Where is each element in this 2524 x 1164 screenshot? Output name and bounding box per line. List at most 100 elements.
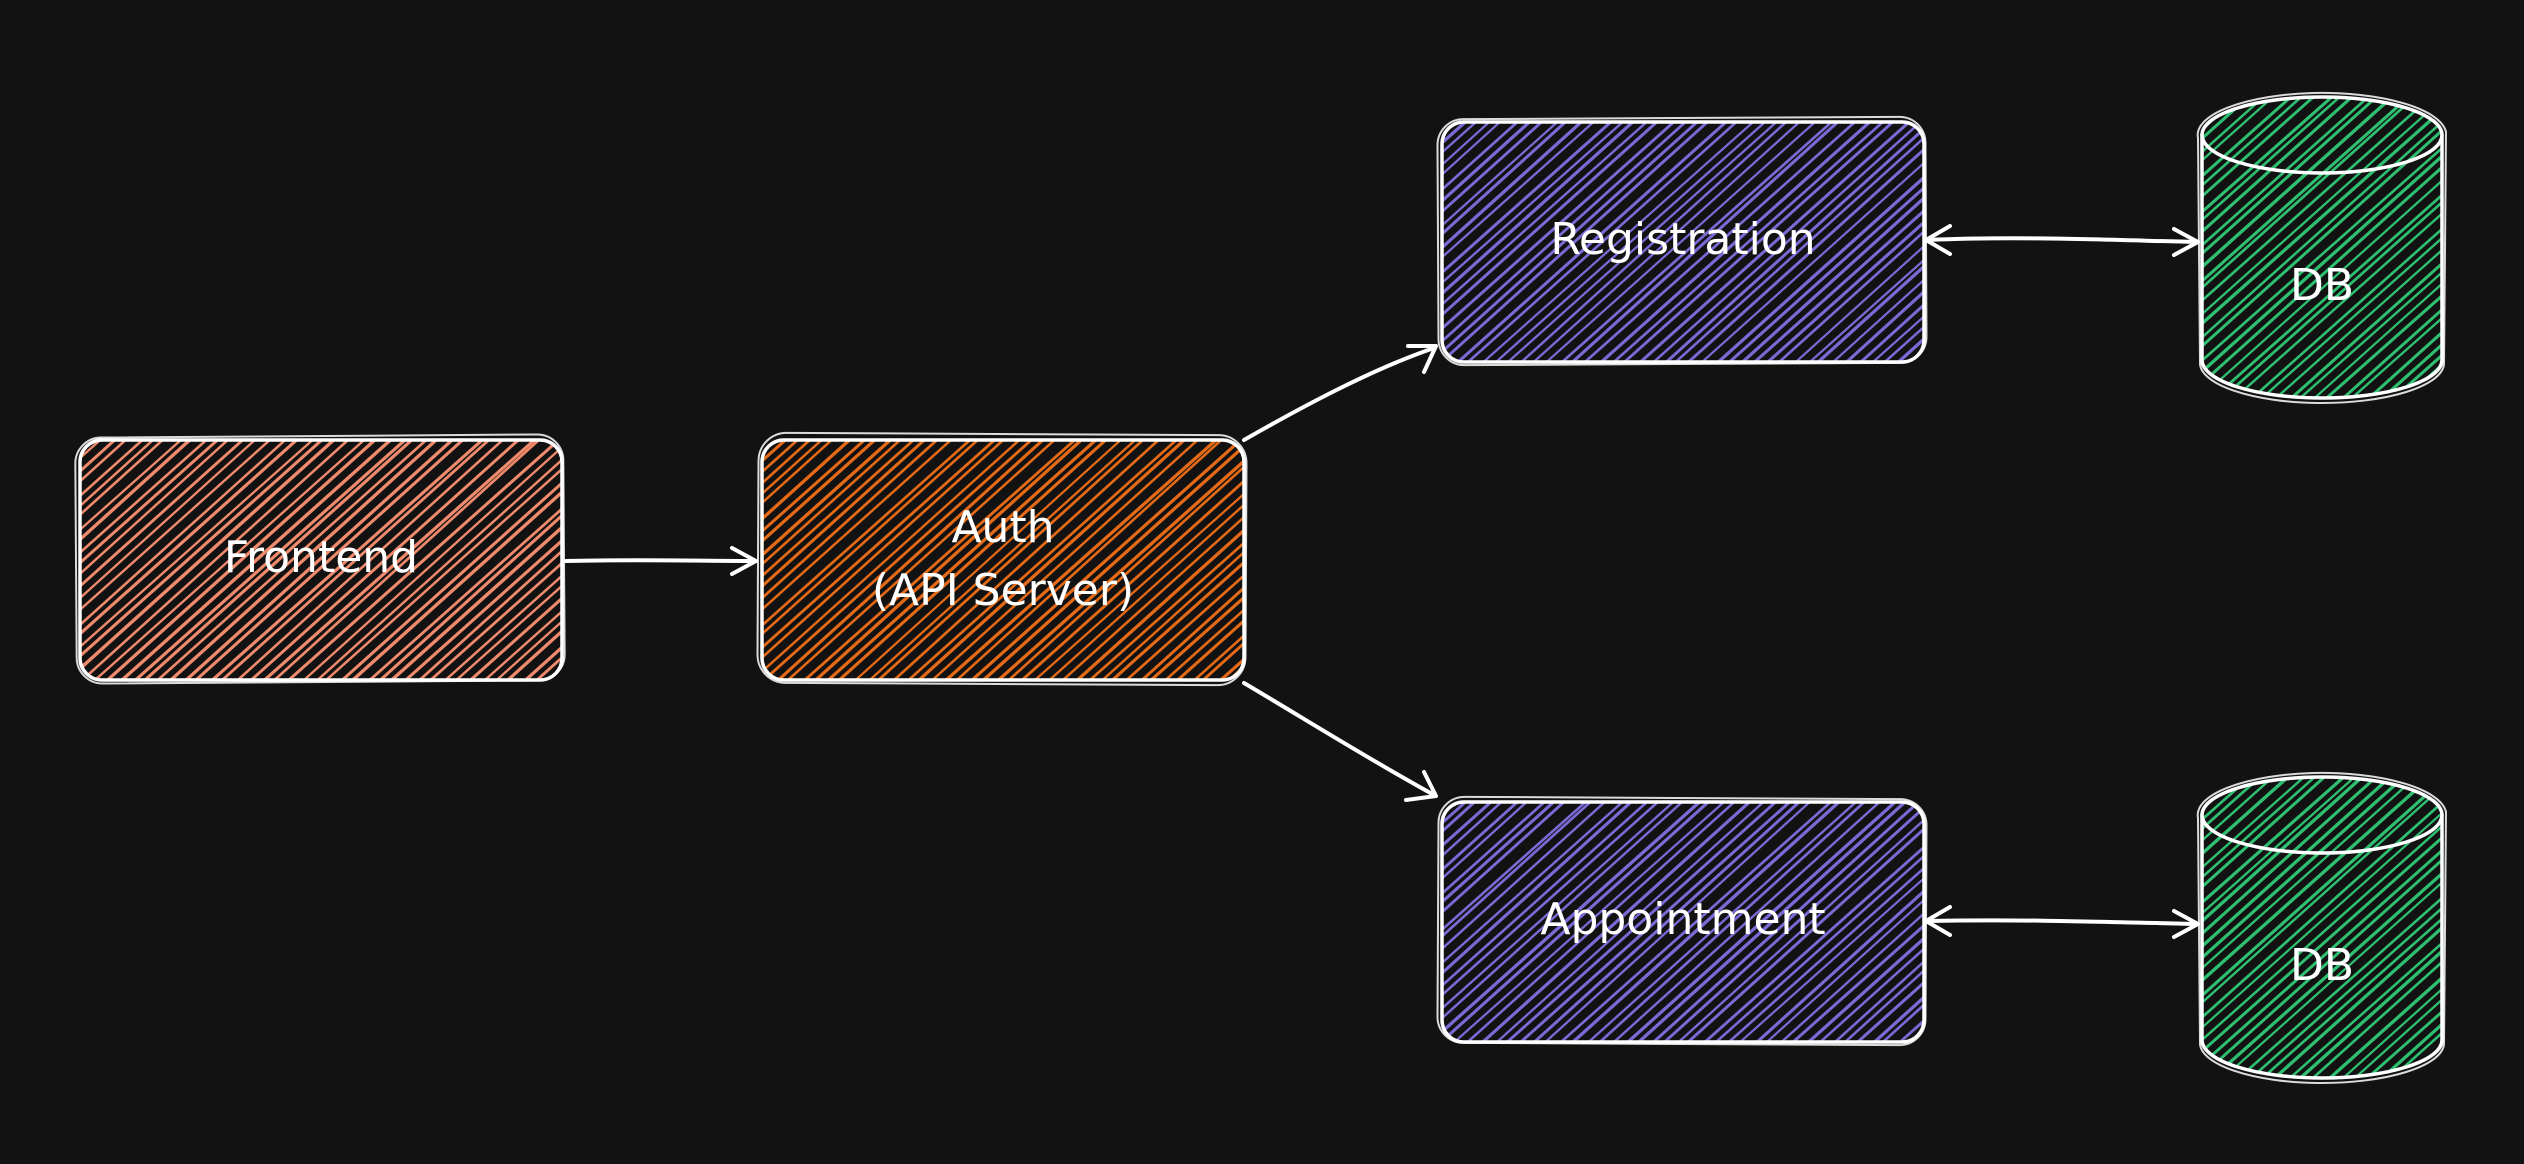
hatch-stroke <box>1120 440 1244 680</box>
hatch-stroke <box>2438 777 2442 1078</box>
hatch-stroke <box>2363 97 2442 398</box>
hatch-stroke <box>1442 802 1497 1042</box>
hatch-stroke <box>1669 122 1924 362</box>
hatch-stroke <box>2202 97 2338 398</box>
hatch-stroke <box>298 440 562 680</box>
hatch-stroke <box>2202 97 2421 398</box>
hatch-stroke <box>762 440 906 680</box>
hatch-stroke <box>1854 122 1924 362</box>
hatch-stroke <box>1197 440 1244 680</box>
hatch-stroke <box>1136 440 1244 680</box>
auth-label-line2: (API Server) <box>872 565 1134 616</box>
hatch-stroke <box>1502 122 1783 362</box>
hatch-stroke <box>479 440 562 680</box>
node-appointment[interactable]: Appointment <box>1166 795 2211 1047</box>
hatch-stroke <box>2202 97 2232 398</box>
hatch-stroke <box>977 440 1244 680</box>
hatch-stroke <box>1057 440 1244 680</box>
auth-hatch <box>762 440 1244 680</box>
hatch-stroke <box>80 440 303 680</box>
hatch-stroke <box>180 440 459 680</box>
hatch-stroke <box>1696 122 1924 362</box>
hatch-stroke <box>2202 777 2310 1078</box>
hatch-stroke <box>268 440 545 680</box>
hatch-stroke <box>80 440 196 680</box>
hatch-stroke <box>1442 802 1592 1042</box>
hatch-stroke <box>2202 97 2442 398</box>
hatch-stroke <box>2202 777 2331 1078</box>
hatch-stroke <box>1461 802 1740 1042</box>
hatch-stroke <box>1851 802 1924 1042</box>
hatch-stroke <box>1442 802 1560 1042</box>
hatch-stroke <box>1579 122 1861 362</box>
edge-registration-db1[interactable] <box>1924 224 2200 257</box>
hatch-stroke <box>1608 122 1889 362</box>
hatch-stroke <box>1442 122 1639 362</box>
hatch-stroke <box>1751 802 1924 1042</box>
hatch-stroke <box>2202 97 2307 398</box>
hatch-stroke <box>2309 97 2442 398</box>
hatch-stroke <box>1748 122 1924 362</box>
hatch-stroke <box>2246 97 2442 398</box>
hatch-stroke <box>190 440 469 680</box>
node-auth[interactable]: Auth (API Server) <box>486 431 1527 687</box>
edge-auth-registration[interactable] <box>1242 344 1438 442</box>
node-registration[interactable]: Registration <box>1165 115 2210 367</box>
hatch-stroke <box>1442 802 1551 1042</box>
hatch-stroke <box>1084 440 1244 680</box>
hatch-stroke <box>245 440 525 680</box>
hatch-stroke <box>2202 777 2266 1078</box>
hatch-stroke <box>1442 122 1495 362</box>
edge-auth-appointment[interactable] <box>1242 681 1438 802</box>
hatch-stroke <box>2202 97 2442 398</box>
node-db-registration[interactable]: DB <box>1855 91 2524 404</box>
hatch-stroke <box>1442 802 1533 1042</box>
hatch-stroke <box>80 440 149 680</box>
hatch-stroke <box>2202 97 2442 398</box>
hatch-stroke <box>2202 777 2369 1078</box>
hatch-stroke <box>80 440 340 680</box>
hatch-stroke <box>2202 777 2410 1078</box>
hatch-stroke <box>2207 97 2442 398</box>
hatch-stroke <box>1442 122 1506 362</box>
hatch-stroke <box>762 440 1038 680</box>
hatch-stroke <box>232 440 509 680</box>
hatch-stroke <box>80 440 354 680</box>
hatch-stroke <box>80 440 159 680</box>
hatch-stroke <box>2202 97 2375 398</box>
hatch-stroke <box>762 440 984 680</box>
hatch-stroke <box>2376 97 2442 398</box>
hatch-stroke <box>798 440 1081 680</box>
hatch-stroke <box>864 440 1141 680</box>
node-db-appointment[interactable]: DB <box>1857 771 2524 1084</box>
hatch-stroke <box>1658 802 1924 1042</box>
hatch-stroke <box>2202 97 2442 398</box>
hatch-stroke <box>951 440 1227 680</box>
hatch-stroke <box>1528 122 1805 362</box>
hatch-stroke <box>762 440 1010 680</box>
hatch-stroke <box>2202 777 2361 1078</box>
hatch-stroke <box>1442 122 1692 362</box>
hatch-stroke <box>80 440 328 680</box>
hatch-stroke <box>1442 122 1680 362</box>
edge-appointment-db2[interactable] <box>1924 905 2200 939</box>
hatch-stroke <box>2285 97 2442 398</box>
hatch-stroke <box>1660 122 1924 362</box>
hatch-stroke <box>282 440 562 680</box>
registration-label: Registration <box>1550 214 1815 265</box>
hatch-stroke <box>2202 777 2321 1078</box>
node-frontend[interactable]: Frontend <box>0 433 847 685</box>
hatch-stroke <box>2217 777 2442 1078</box>
hatch-stroke <box>1442 802 1638 1042</box>
hatch-stroke <box>2202 777 2442 1078</box>
hatch-stroke <box>1790 122 1924 362</box>
hatch-stroke <box>2216 97 2442 398</box>
hatch-stroke <box>992 440 1244 680</box>
hatch-stroke <box>2337 777 2442 1078</box>
hatch-stroke <box>2202 777 2442 1078</box>
edge-frontend-auth[interactable] <box>564 546 758 576</box>
hatch-stroke <box>1723 802 1924 1042</box>
hatch-stroke <box>1682 122 1924 362</box>
hatch-stroke <box>1442 122 1472 362</box>
hatch-stroke <box>966 440 1244 680</box>
